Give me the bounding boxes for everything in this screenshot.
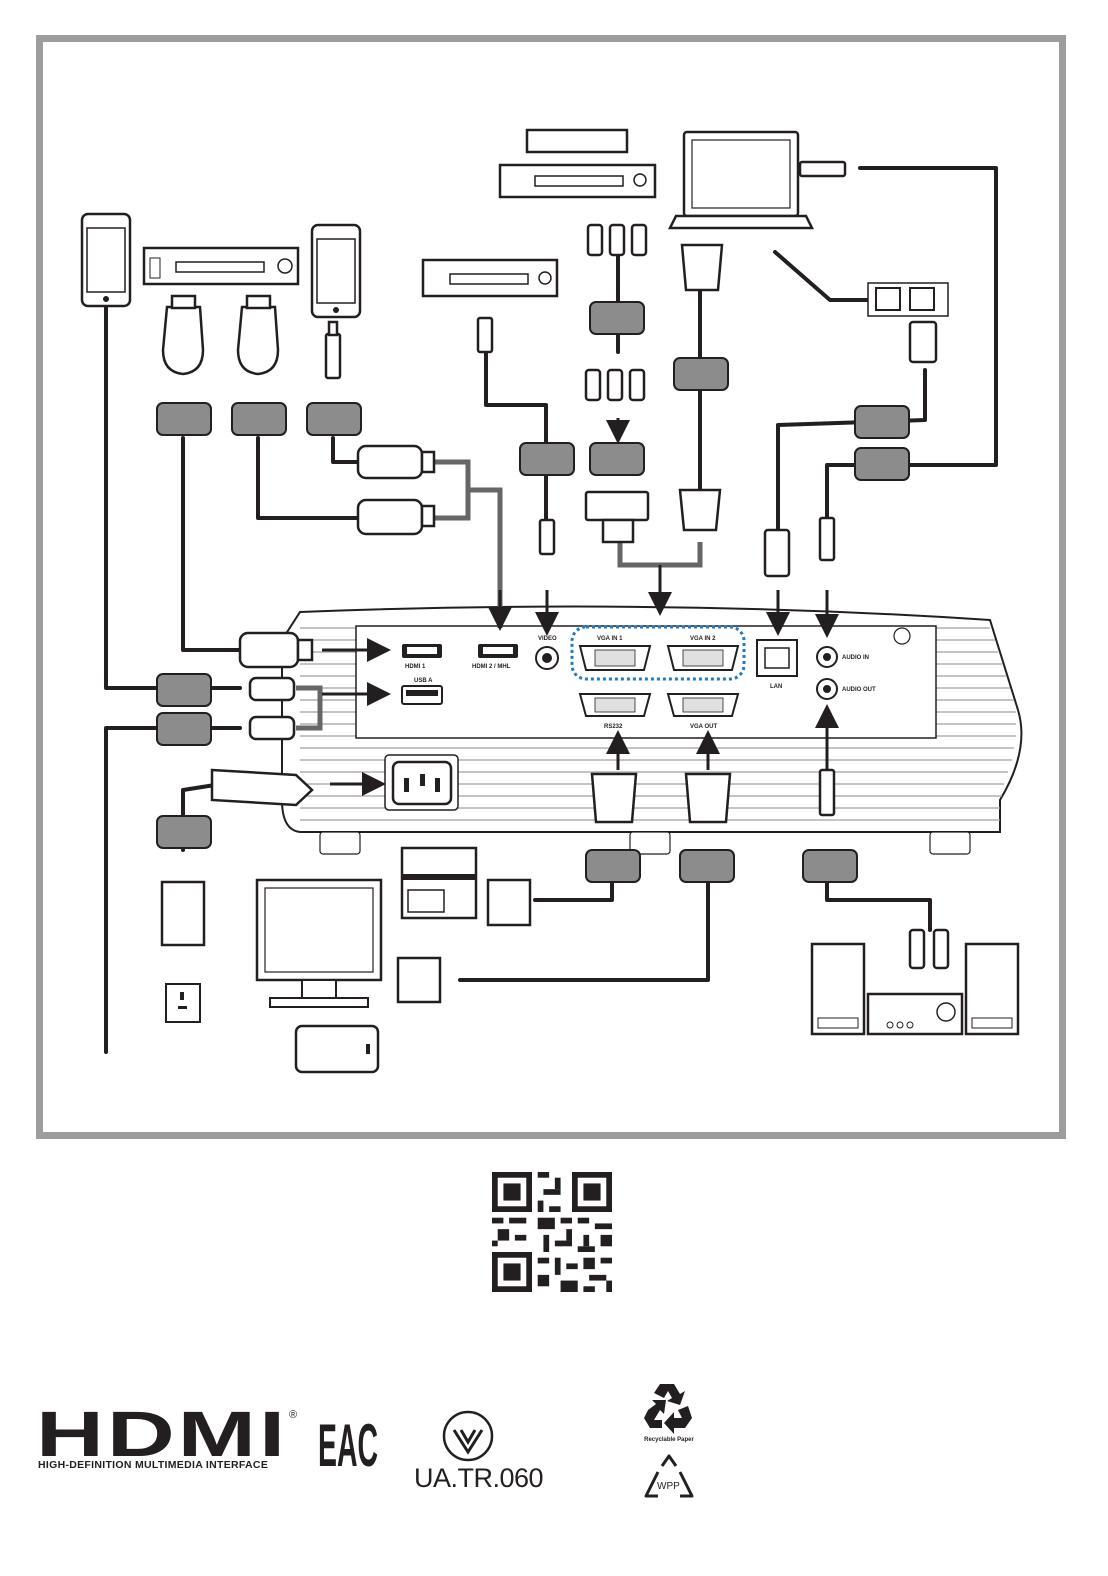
smartphone-icon bbox=[312, 225, 360, 317]
monitor-icon bbox=[257, 880, 381, 1007]
vga-out-port-label: VGA OUT bbox=[690, 724, 717, 730]
video-port bbox=[536, 647, 558, 669]
rs232-control-box-icon bbox=[402, 848, 476, 918]
vga-in-1-port bbox=[580, 646, 650, 670]
recyclable-paper-caption: Recyclable Paper bbox=[640, 1437, 698, 1443]
hdmi2-mhl-port bbox=[478, 644, 518, 658]
qr-code-icon bbox=[492, 1172, 612, 1292]
rs232-port bbox=[580, 694, 650, 716]
usb-a-port-label: USB A bbox=[414, 678, 433, 684]
lan-port bbox=[757, 640, 797, 676]
wpp-text: WPP bbox=[657, 1481, 680, 1492]
rs232-port-label: RS232 bbox=[604, 724, 623, 730]
ua-mark-text: UA.TR.060 bbox=[414, 1463, 543, 1494]
blu-ray-player-icon bbox=[500, 130, 655, 197]
vga-in-2-label: VGA IN 2 bbox=[690, 636, 716, 642]
eac-text: EAC bbox=[318, 1412, 378, 1470]
speaker-icon bbox=[966, 944, 1018, 1034]
blu-ray-player-icon bbox=[144, 248, 298, 284]
eac-mark: EAC bbox=[318, 1408, 380, 1470]
wpp-recycle-icon: WPP bbox=[640, 1452, 698, 1508]
dvd-player-icon bbox=[423, 260, 557, 296]
vga-in-1-label: VGA IN 1 bbox=[597, 636, 623, 642]
hdmi1-port-label: HDMI 1 bbox=[405, 664, 426, 670]
vga-out-port bbox=[668, 694, 738, 716]
video-port-label: VIDEO bbox=[538, 636, 557, 642]
svg-text:®: ® bbox=[289, 1409, 297, 1421]
audio-in-port-label: AUDIO IN bbox=[842, 655, 869, 661]
vga-in-2-port bbox=[668, 646, 738, 670]
audio-in-port bbox=[817, 647, 837, 667]
amplifier-icon bbox=[868, 994, 962, 1034]
ua-conformity-icon bbox=[440, 1408, 496, 1464]
ac-power-inlet bbox=[393, 762, 451, 804]
hdmi2-mhl-port-label: HDMI 2 / MHL bbox=[472, 664, 511, 670]
smartphone-icon bbox=[82, 214, 130, 306]
projector-rear-panel bbox=[282, 607, 1021, 854]
lan-port-label: LAN bbox=[770, 684, 782, 690]
audio-out-port bbox=[817, 679, 837, 699]
usb-power-adapter-icon bbox=[296, 1026, 378, 1072]
hdmi1-port bbox=[402, 644, 442, 658]
recycle-icon bbox=[640, 1378, 696, 1434]
network-switch-icon bbox=[868, 283, 948, 316]
usb-a-port bbox=[402, 686, 442, 704]
speaker-icon bbox=[812, 944, 864, 1034]
power-outlet-icon bbox=[166, 984, 200, 1022]
audio-out-port-label: AUDIO OUT bbox=[842, 687, 876, 693]
laptop-icon bbox=[670, 132, 812, 228]
hdmi-tagline: HIGH-DEFINITION MULTIMEDIA INTERFACE bbox=[38, 1459, 268, 1471]
